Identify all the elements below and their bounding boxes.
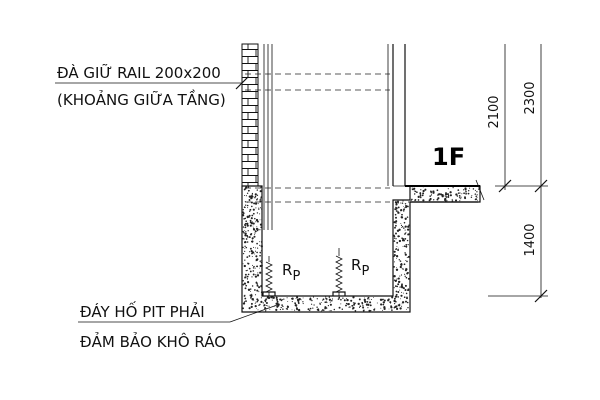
rail-beam-dashed-lines — [245, 73, 390, 203]
buffer-right — [332, 248, 346, 296]
guide-rail — [263, 44, 273, 230]
floor-slab — [405, 179, 485, 203]
dimension-lines — [488, 44, 548, 303]
pit-floor-label-line1: ĐÁY HỐ PIT PHẢI — [80, 300, 205, 321]
buffer-label-right: RP — [351, 256, 369, 279]
concrete-speckles — [241, 186, 480, 312]
right-shaft-wall — [387, 44, 406, 186]
rail-beam-leader — [55, 76, 249, 90]
floor-level-label: 1F — [432, 143, 465, 171]
buffer-label-left: RP — [282, 261, 300, 284]
dimension-2300: 2300 — [523, 81, 538, 114]
brick-wall — [241, 43, 259, 187]
rail-beam-label-line1: ĐÀ GIỮ RAIL 200x200 — [57, 63, 221, 82]
rail-beam-label-line2: (KHOẢNG GIỮA TẦNG) — [57, 88, 226, 109]
dimension-2100: 2100 — [487, 95, 502, 128]
concrete-pit — [241, 185, 481, 313]
buffer-left — [262, 256, 276, 296]
pit-floor-leader — [78, 303, 281, 323]
dimension-1400: 1400 — [523, 223, 538, 256]
pit-floor-label-line2: ĐẢM BẢO KHÔ RÁO — [80, 331, 226, 351]
